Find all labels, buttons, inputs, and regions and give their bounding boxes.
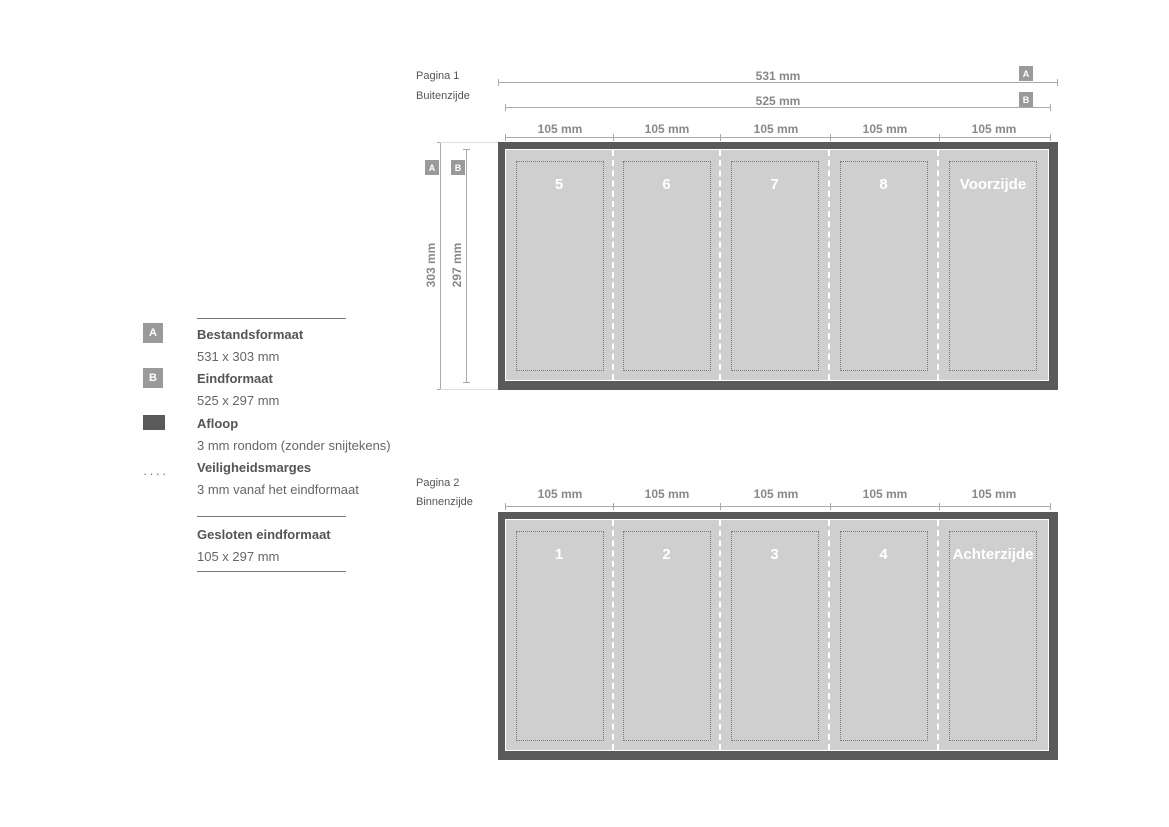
- page1-safety-panel-2: [623, 161, 711, 371]
- page1-panel-tick: [830, 134, 831, 141]
- page2-trim-area: 1 2 3 4 Achterzijde: [505, 519, 1049, 751]
- page1-width-a-badge: A: [1019, 66, 1033, 81]
- page2-label-line1: Pagina 2: [416, 477, 460, 489]
- page2-fold-line: [937, 520, 939, 750]
- page1-panel-width-2: 105 mm: [644, 122, 690, 136]
- page1-height-b-tick-top: [463, 149, 470, 150]
- page1-width-b-badge: B: [1019, 92, 1033, 107]
- page2-fold-line: [719, 520, 721, 750]
- page1-width-a-tick-left: [498, 79, 499, 86]
- page1-height-b-tick-bottom: [463, 382, 470, 383]
- page1-label-line2: Buitenzijde: [416, 90, 470, 102]
- final-format-title: Eindformaat: [197, 371, 273, 386]
- page1-width-b-label: 525 mm: [755, 94, 801, 108]
- page1-label-line1: Pagina 1: [416, 70, 460, 82]
- bleed-value: 3 mm rondom (zonder snijtekens): [197, 438, 391, 453]
- page1-safety-panel-1: [516, 161, 604, 371]
- file-format-title: Bestandsformaat: [197, 327, 304, 342]
- page1-leader-bottom: [440, 389, 498, 390]
- page1-height-a-badge: A: [425, 160, 439, 175]
- page2-safety-panel-2: [623, 531, 711, 741]
- page1-panel-tick: [613, 134, 614, 141]
- page2-panel-tick: [613, 503, 614, 510]
- page2-label-line2: Binnenzijde: [416, 496, 473, 508]
- page2-safety-panel-1: [516, 531, 604, 741]
- page2-panel-label-2: 2: [662, 546, 671, 563]
- page1-safety-panel-5: [949, 161, 1037, 371]
- page2-panel-label-4: 4: [879, 546, 888, 563]
- page1-width-b-tick-right: [1050, 104, 1051, 111]
- page2-panel-label-5: Achterzijde: [952, 546, 1034, 563]
- page1-panel-width-5: 105 mm: [971, 122, 1017, 136]
- page2-panel-width-3: 105 mm: [753, 487, 799, 501]
- page1-height-a-line: [440, 142, 441, 390]
- page2-panel-tick: [505, 503, 506, 510]
- closed-format-title: Gesloten eindformaat: [197, 527, 331, 542]
- page2-panel-width-5: 105 mm: [971, 487, 1017, 501]
- page1-width-a-label: 531 mm: [755, 69, 801, 83]
- page2-safety-panel-4: [840, 531, 928, 741]
- file-format-badge: A: [143, 323, 163, 343]
- page2-panel-tick: [720, 503, 721, 510]
- bleed-title: Afloop: [197, 416, 239, 431]
- page1-width-b-tick-left: [505, 104, 506, 111]
- page2-fold-line: [828, 520, 830, 750]
- page1-fold-line: [719, 150, 721, 380]
- legend-bottom-rule: [197, 571, 346, 572]
- safety-margin-swatch: ····: [143, 466, 169, 481]
- page1-trim-area: 5 6 7 8 Voorzijde: [505, 149, 1049, 381]
- page1-fold-line: [828, 150, 830, 380]
- page1-panel-width-4: 105 mm: [862, 122, 908, 136]
- page1-panel-tick: [505, 134, 506, 141]
- legend-top-rule: [197, 318, 346, 319]
- page1-panel-tick: [939, 134, 940, 141]
- page1-sheet: 5 6 7 8 Voorzijde: [498, 142, 1058, 390]
- page2-panel-width-4: 105 mm: [862, 487, 908, 501]
- page1-width-a-tick-right: [1057, 79, 1058, 86]
- file-format-value: 531 x 303 mm: [197, 349, 280, 364]
- page1-width-b-line: [505, 107, 1051, 108]
- page1-panel-label-2: 6: [662, 176, 671, 193]
- page1-panel-label-4: 8: [879, 176, 888, 193]
- page1-fold-line: [937, 150, 939, 380]
- closed-format-value: 105 x 297 mm: [197, 549, 280, 564]
- page1-safety-panel-3: [731, 161, 819, 371]
- page2-panel-tick: [830, 503, 831, 510]
- page1-panel-label-5: Voorzijde: [959, 176, 1027, 193]
- final-format-value: 525 x 297 mm: [197, 393, 280, 408]
- page2-panel-label-3: 3: [770, 546, 779, 563]
- bleed-swatch: [143, 415, 165, 430]
- safety-margin-title: Veiligheidsmarges: [197, 460, 312, 475]
- page1-height-b-label: 297 mm: [450, 242, 464, 288]
- page1-panel-width-3: 105 mm: [753, 122, 799, 136]
- page1-panel-width-1: 105 mm: [537, 122, 583, 136]
- page1-safety-panel-4: [840, 161, 928, 371]
- page2-sheet: 1 2 3 4 Achterzijde: [498, 512, 1058, 760]
- final-format-badge: B: [143, 368, 163, 388]
- page1-height-b-badge: B: [451, 160, 465, 175]
- page1-fold-line: [612, 150, 614, 380]
- page1-panel-label-1: 5: [554, 176, 564, 193]
- page1-width-a-line: [498, 82, 1058, 83]
- safety-margin-value: 3 mm vanaf het eindformaat: [197, 482, 359, 497]
- page2-fold-line: [612, 520, 614, 750]
- page2-panel-width-2: 105 mm: [644, 487, 690, 501]
- page2-panel-width-1: 105 mm: [537, 487, 583, 501]
- page1-height-a-label: 303 mm: [424, 242, 438, 288]
- page1-leader-top: [440, 142, 498, 143]
- page2-panel-label-1: 1: [554, 546, 564, 563]
- legend-middle-rule: [197, 516, 346, 517]
- page1-panel-tick: [720, 134, 721, 141]
- page2-panel-width-line: [505, 506, 1051, 507]
- page2-panel-tick: [939, 503, 940, 510]
- page1-height-b-line: [466, 149, 467, 383]
- page2-panel-tick: [1050, 503, 1051, 510]
- page2-safety-panel-3: [731, 531, 819, 741]
- page1-panel-tick: [1050, 134, 1051, 141]
- page1-panel-label-3: 7: [770, 176, 779, 193]
- page1-panel-width-line: [505, 137, 1051, 138]
- page2-safety-panel-5: [949, 531, 1037, 741]
